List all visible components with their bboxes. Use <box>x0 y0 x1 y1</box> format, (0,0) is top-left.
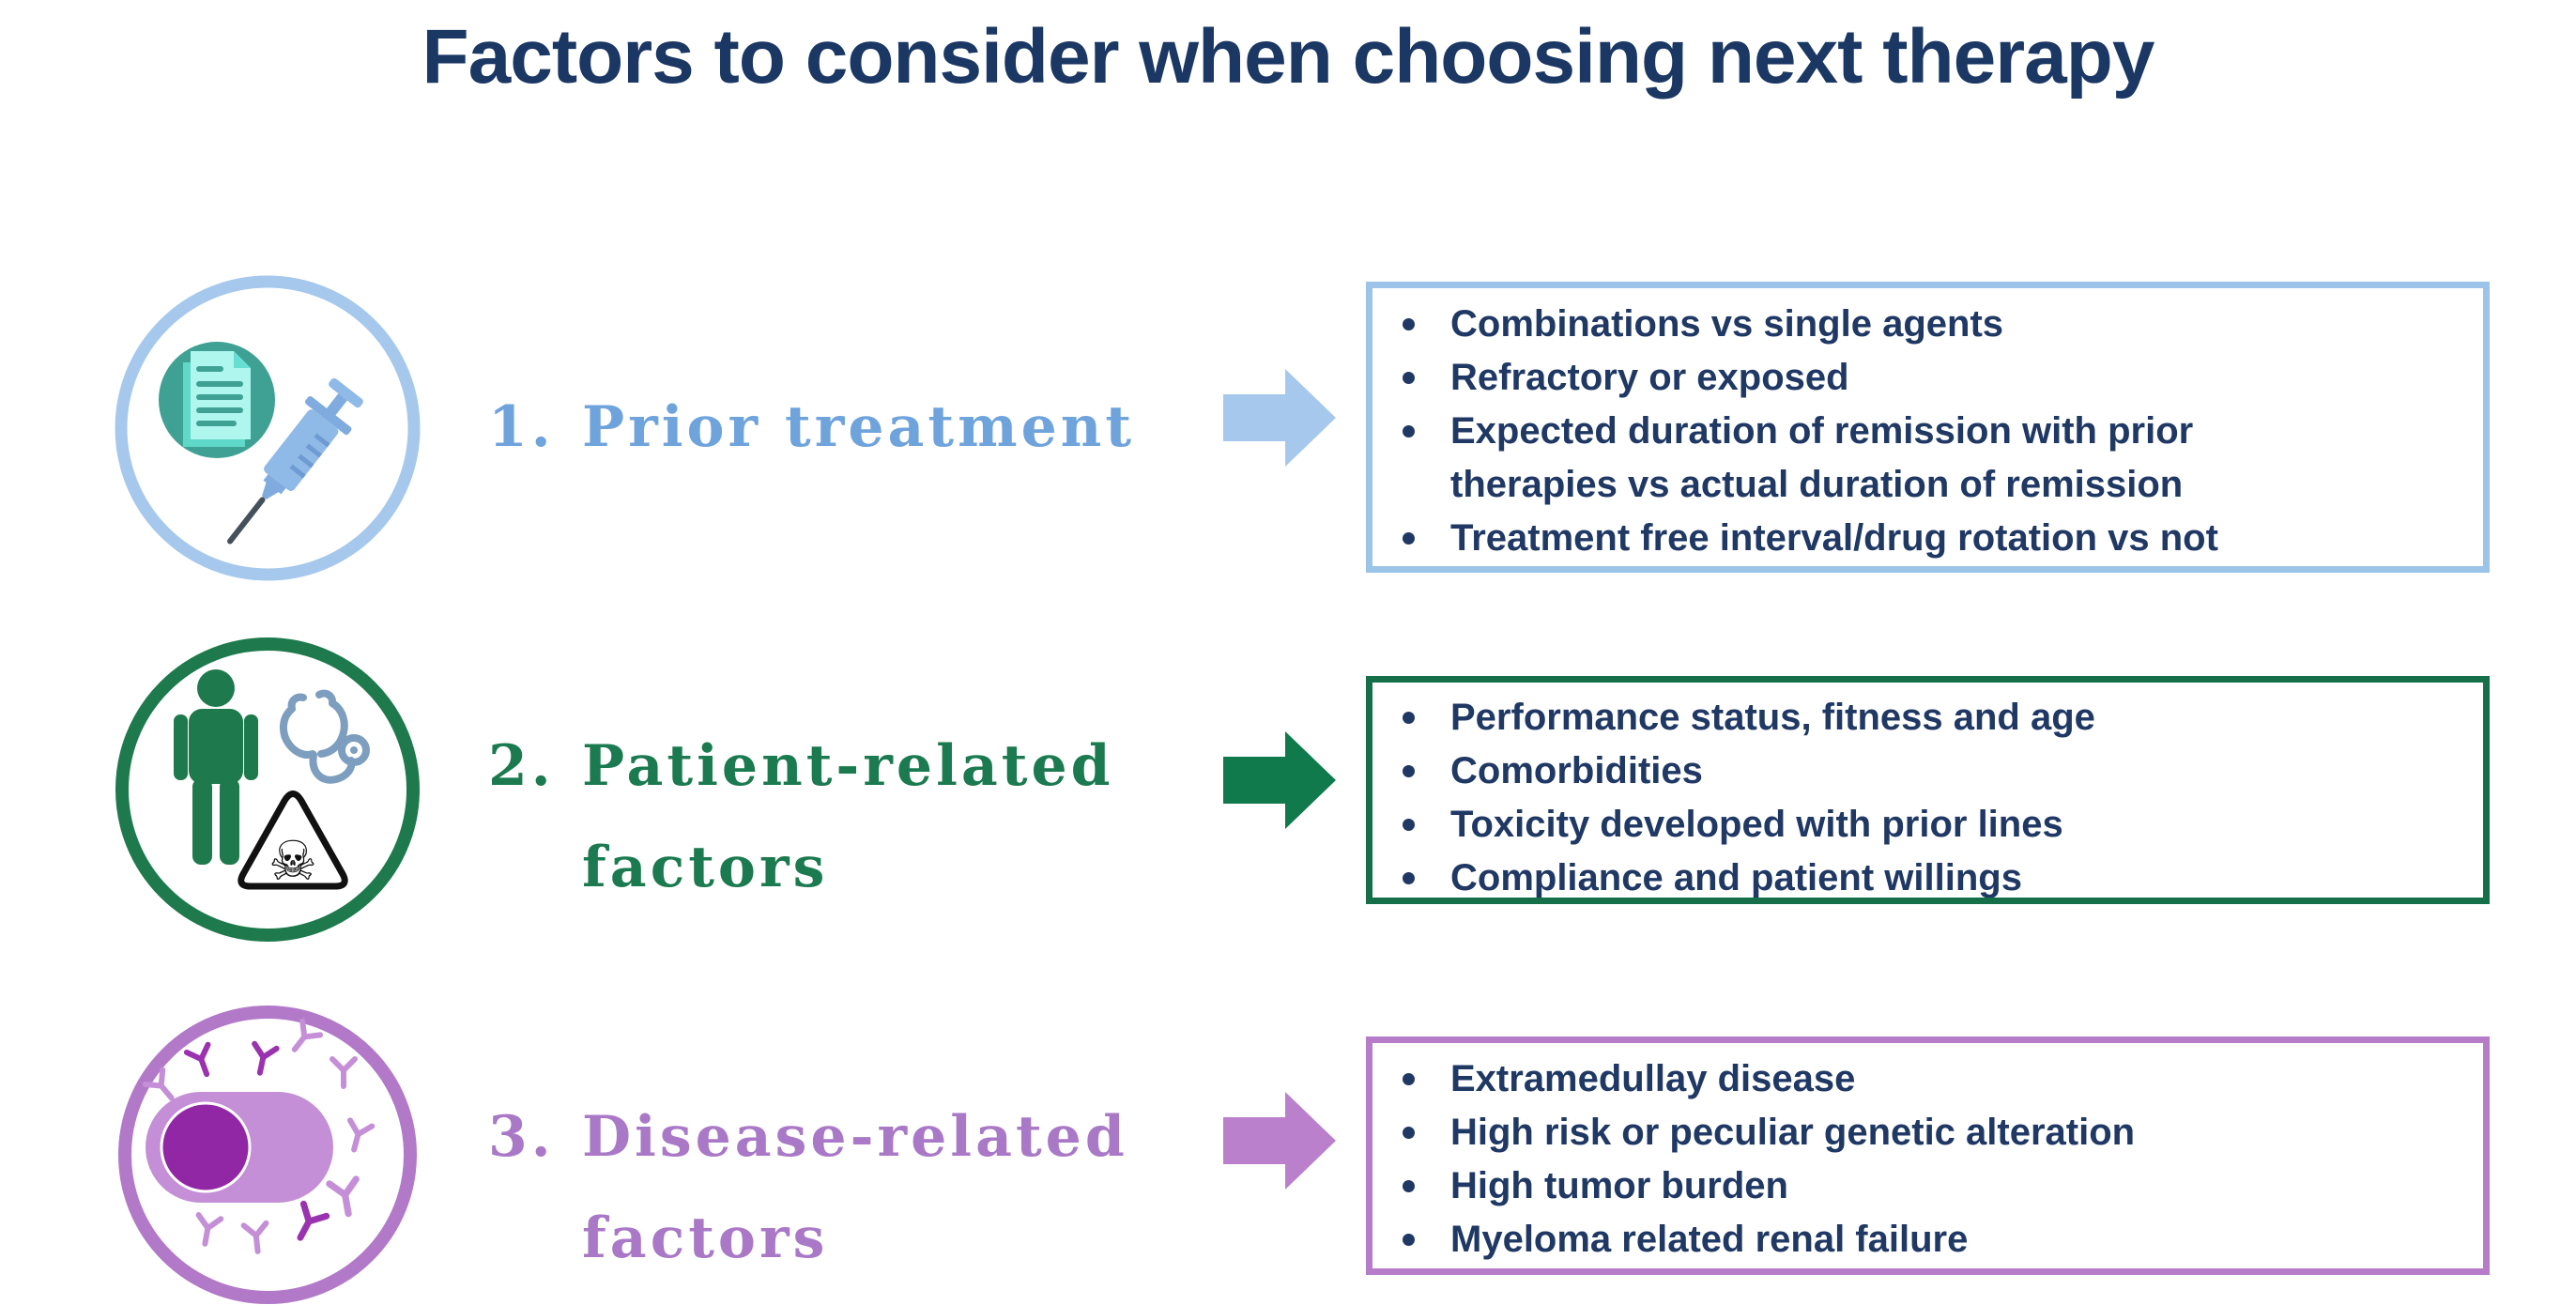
row-number: 2. <box>488 733 555 799</box>
icon-ring <box>115 637 420 942</box>
bullet-item: High risk or peculiar genetic alteration <box>1372 1106 2483 1159</box>
bullet-list: Extramedullay disease High risk or pecul… <box>1372 1052 2483 1267</box>
bullet-item: Toxicity developed with prior lines <box>1372 798 2483 852</box>
icon-ring <box>115 275 421 581</box>
bullet-item: Treatment free interval/drug rotation vs… <box>1372 512 2483 565</box>
patient-stethoscope-toxicity-icon: ☠ <box>115 637 420 942</box>
right-arrow-icon <box>1223 1092 1336 1190</box>
documents-and-syringe-icon <box>115 275 421 581</box>
bullet-list: Performance status, fitness and age Como… <box>1372 691 2483 898</box>
bullet-list: Combinations vs single agents Refractory… <box>1372 298 2483 565</box>
skull-crossbones-glyph: ☠ <box>268 829 317 893</box>
bullet-item: High tumor burden <box>1372 1159 2483 1213</box>
syringe-icon <box>227 377 363 545</box>
right-arrow-icon <box>1223 731 1336 829</box>
row-label: Prior treatment <box>582 394 1136 460</box>
bullet-item: Myeloma related renal failure <box>1372 1213 2483 1267</box>
prior-treatment-factors-box: Combinations vs single agents Refractory… <box>1366 282 2490 573</box>
stethoscope-icon <box>280 689 370 784</box>
documents-icon <box>159 342 275 458</box>
bullet-item: Performance status, fitness and age <box>1372 691 2483 745</box>
label-prior-treatment: 1. Prior treatment <box>488 376 1239 478</box>
patient-icon <box>174 669 258 865</box>
row-label: Patient-related factors <box>582 733 1114 900</box>
bullet-item: Expected duration of remission with prio… <box>1372 405 2483 512</box>
bullet-item: Comorbidities <box>1372 745 2483 798</box>
plasma-cell <box>146 1092 333 1203</box>
plasma-cell-antibodies-icon <box>118 1006 417 1304</box>
page-title: Factors to consider when choosing next t… <box>422 14 2155 100</box>
toxicity-warning-icon: ☠ <box>238 791 348 893</box>
bullet-item: Compliance and patient willings <box>1372 852 2483 898</box>
patient-related-factors-box: Performance status, fitness and age Como… <box>1366 676 2490 904</box>
row-label: Disease-related factors <box>582 1104 1128 1271</box>
bullet-item: Extramedullay disease <box>1372 1052 2483 1106</box>
row-number: 1. <box>488 394 555 460</box>
disease-related-factors-box: Extramedullay disease High risk or pecul… <box>1366 1036 2490 1275</box>
bullet-item: Combinations vs single agents <box>1372 298 2483 351</box>
label-patient-related-factors: 2. Patient-related factors <box>488 715 1239 918</box>
bullet-item: Refractory or exposed <box>1372 351 2483 405</box>
label-disease-related-factors: 3. Disease-related factors <box>488 1086 1239 1289</box>
icon-ring <box>118 1006 417 1304</box>
right-arrow-icon <box>1223 369 1336 467</box>
row-number: 3. <box>488 1104 555 1170</box>
